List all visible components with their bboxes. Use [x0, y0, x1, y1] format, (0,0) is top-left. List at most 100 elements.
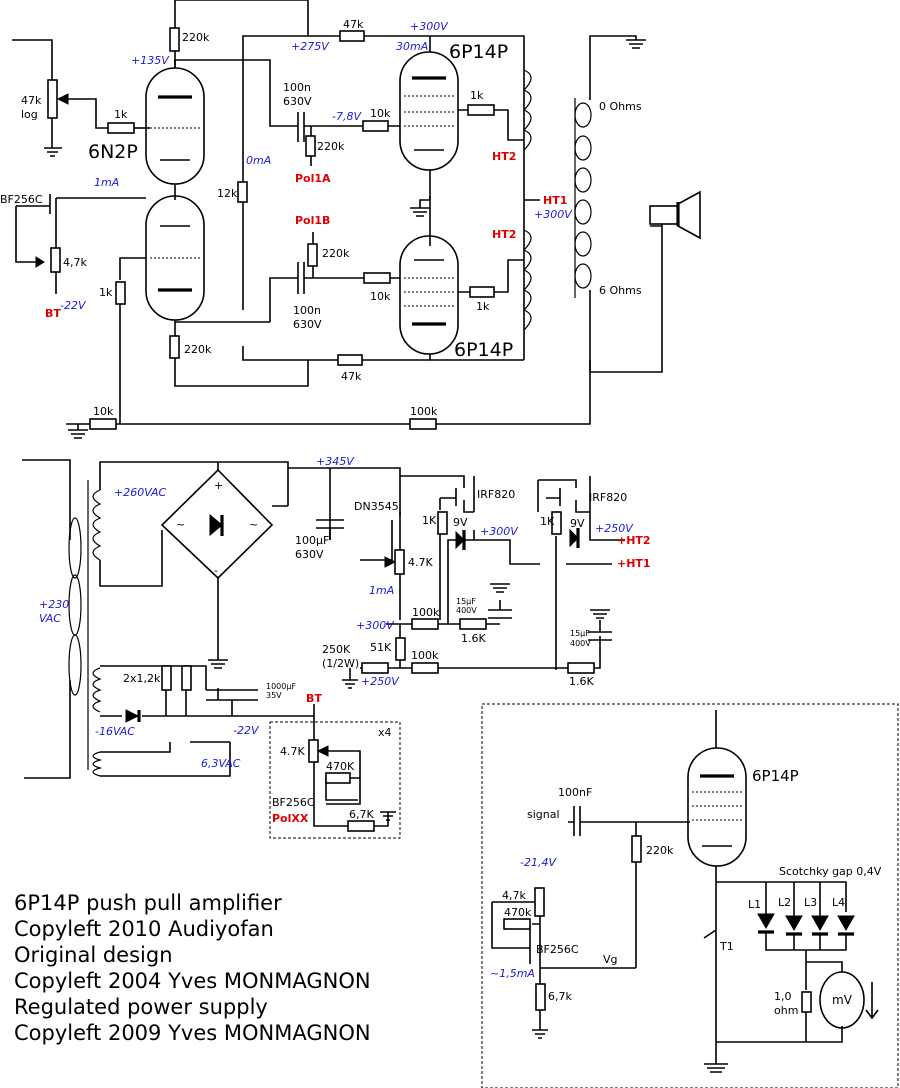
- millivoltmeter: [819, 971, 865, 1029]
- resistor-100k-ps1: [411, 618, 439, 630]
- label-10k-fb: 10k: [93, 405, 114, 418]
- source-resistor-1k: [115, 281, 126, 305]
- label-35v: 35V: [266, 691, 282, 700]
- test-box: [481, 703, 899, 1088]
- feedback-resistor-10k: [89, 418, 117, 430]
- label-l4: L4: [832, 896, 845, 909]
- test-circuit-section: [481, 703, 899, 1088]
- label-ht1-ps: +HT1: [617, 557, 651, 570]
- label-bridge-ac1: ~: [176, 518, 185, 531]
- label-630v-bot: 630V: [293, 318, 322, 331]
- label-1k-g1: 1k: [470, 89, 484, 102]
- label-v300-top: +300V: [410, 20, 449, 33]
- label-bf256c-top: BF256C: [0, 193, 43, 206]
- label-4k7-ps: 4.7K: [408, 556, 433, 569]
- label-irf820-a: IRF820: [477, 488, 515, 501]
- label-630v-top: 630V: [283, 95, 312, 108]
- label-0ohms: 0 Ohms: [599, 100, 642, 113]
- label-220k-pol1a: 220k: [317, 140, 345, 153]
- power-supply-section: [22, 459, 625, 839]
- label-v300-ps: +300V: [480, 525, 519, 538]
- label-log: log: [21, 108, 38, 121]
- label-mv: mV: [832, 993, 853, 1007]
- label-bridge-ac2: ~: [249, 518, 258, 531]
- label-100k-fb: 100k: [410, 405, 438, 418]
- bias-box-x4: [269, 721, 401, 839]
- label-irf820-b: IRF820: [589, 491, 627, 504]
- cathode-resistor-12k: [237, 181, 248, 203]
- label-6k7-bias: 6,7K: [349, 808, 374, 821]
- g2-resistor-1k-bottom: [469, 286, 495, 298]
- resistor-1k6-a: [459, 618, 487, 630]
- label-v135: +135V: [131, 54, 170, 67]
- label-v275: +275V: [291, 40, 330, 53]
- feedback-resistor-100k: [409, 418, 437, 430]
- tube-6p14p-bottom: [399, 235, 459, 355]
- label-vac: VAC: [39, 612, 61, 625]
- label-2x12k: 2x1,2k: [123, 672, 161, 685]
- grid-stopper-10k-bottom: [363, 272, 391, 284]
- grid-stopper-10k-top: [362, 120, 389, 132]
- label-6n2p: 6N2P: [88, 141, 138, 163]
- anode-resistor-220k-bottom: [169, 335, 180, 359]
- label-9v-b: 9V: [570, 517, 585, 530]
- label-ht2-bot: HT2: [492, 228, 516, 241]
- label-4k7-pot: 4,7k: [63, 256, 87, 269]
- resistor-4k7-ps: [394, 549, 405, 575]
- label-470k-test: 470k: [504, 906, 532, 919]
- label-v300-ht1: +300V: [534, 208, 573, 221]
- label-100nf: 100nF: [558, 786, 592, 799]
- label-6p14p-bot: 6P14P: [454, 339, 513, 361]
- label-v250: +250V: [595, 522, 634, 535]
- label-100k-ps1: 100k: [412, 606, 440, 619]
- pot-250k: [361, 662, 389, 674]
- grid-leak-220k-pol1a: [305, 135, 316, 157]
- label-220k-test: 220k: [646, 844, 674, 857]
- label-51k: 51K: [370, 641, 392, 654]
- label-15uf-b: 15µF: [570, 629, 590, 638]
- credit-line: Copyleft 2004 Yves MONMAGNON: [14, 969, 371, 993]
- label-1000uf: 1000µF: [266, 682, 296, 691]
- test-pot-4k7: [534, 887, 545, 917]
- label-bridge-minus: -: [214, 564, 218, 577]
- bias-resistor-6k7: [347, 820, 375, 832]
- label-230: +230: [39, 598, 69, 611]
- labels: 220k +135V +275V 47k +300V 30mA 6P14P 47…: [0, 18, 882, 1017]
- credit-line: Copyleft 2010 Audiyofan: [14, 917, 274, 941]
- resistor-1k2-b: [181, 665, 192, 691]
- g2-resistor-1k-top: [467, 104, 495, 116]
- label-100uf: 100µF: [295, 534, 329, 547]
- label-4k7-test: 4,7k: [502, 889, 526, 902]
- label-4k7-bias: 4.7K: [280, 745, 305, 758]
- gate-resistor-1k-b: [551, 511, 562, 535]
- bias-pot-4k7: [308, 739, 319, 763]
- label-10k-bot: 10k: [370, 290, 391, 303]
- label-bf256c-bias: BF256C: [272, 796, 315, 809]
- label-6p14p-test: 6P14P: [752, 767, 799, 785]
- label-signal: signal: [527, 808, 560, 821]
- label-1ma-ps: 1mA: [369, 584, 394, 597]
- label-1k-a: 1K: [422, 514, 437, 527]
- label-v22-ps: -22V: [233, 724, 260, 737]
- anode-resistor-220k-top: [169, 27, 180, 52]
- label-t1: T1: [719, 940, 734, 953]
- credit-line: Original design: [14, 943, 173, 967]
- label-630v-cap: 630V: [295, 548, 324, 561]
- label-1k6-a: 1.6K: [461, 632, 486, 645]
- label-1k-g2: 1k: [476, 300, 490, 313]
- label-220k-pol1b: 220k: [322, 247, 350, 260]
- label-ht2-top: HT2: [492, 150, 516, 163]
- label-260vac: +260VAC: [114, 486, 167, 499]
- label-pol1a: Pol1A: [295, 172, 331, 185]
- test-source-6k7: [535, 983, 546, 1011]
- label-1-0: 1,0: [774, 990, 792, 1003]
- label-v345: +345V: [316, 455, 355, 468]
- label-6k7-test: 6,7k: [548, 990, 572, 1003]
- label-1k-in: 1k: [114, 108, 128, 121]
- label-ht1: HT1: [543, 194, 567, 207]
- label-v300-ps2: +300V: [356, 619, 395, 632]
- resistor-1k6-b: [567, 662, 595, 674]
- resistor-100k-ps2: [411, 662, 439, 674]
